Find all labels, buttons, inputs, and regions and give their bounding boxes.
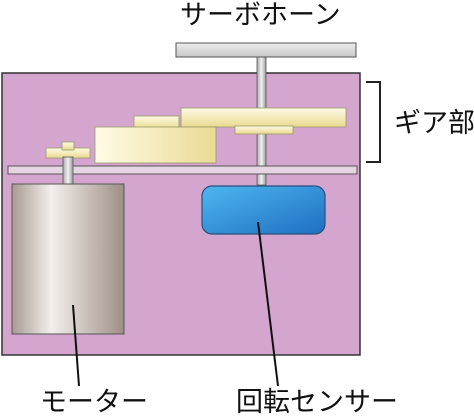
motor-shaft-top — [61, 141, 75, 151]
gear-plate — [7, 165, 358, 175]
gear-small-mid — [234, 125, 294, 135]
gear-section-label: ギア部 — [394, 108, 474, 139]
sensor-leader-line — [257, 221, 279, 387]
gear-section-bracket — [366, 81, 381, 163]
rotation-sensor-label: 回転センサー — [236, 387, 398, 418]
motor — [11, 183, 125, 335]
servo-horn-label: サーボホーン — [180, 0, 341, 31]
motor-label: モーター — [40, 387, 148, 418]
gear-middle-large — [94, 126, 217, 164]
gear-large-top — [180, 107, 347, 128]
motor-shaft — [62, 156, 74, 186]
servo-horn — [175, 42, 357, 58]
rotation-sensor — [201, 185, 326, 235]
motor-leader-line — [72, 304, 80, 387]
